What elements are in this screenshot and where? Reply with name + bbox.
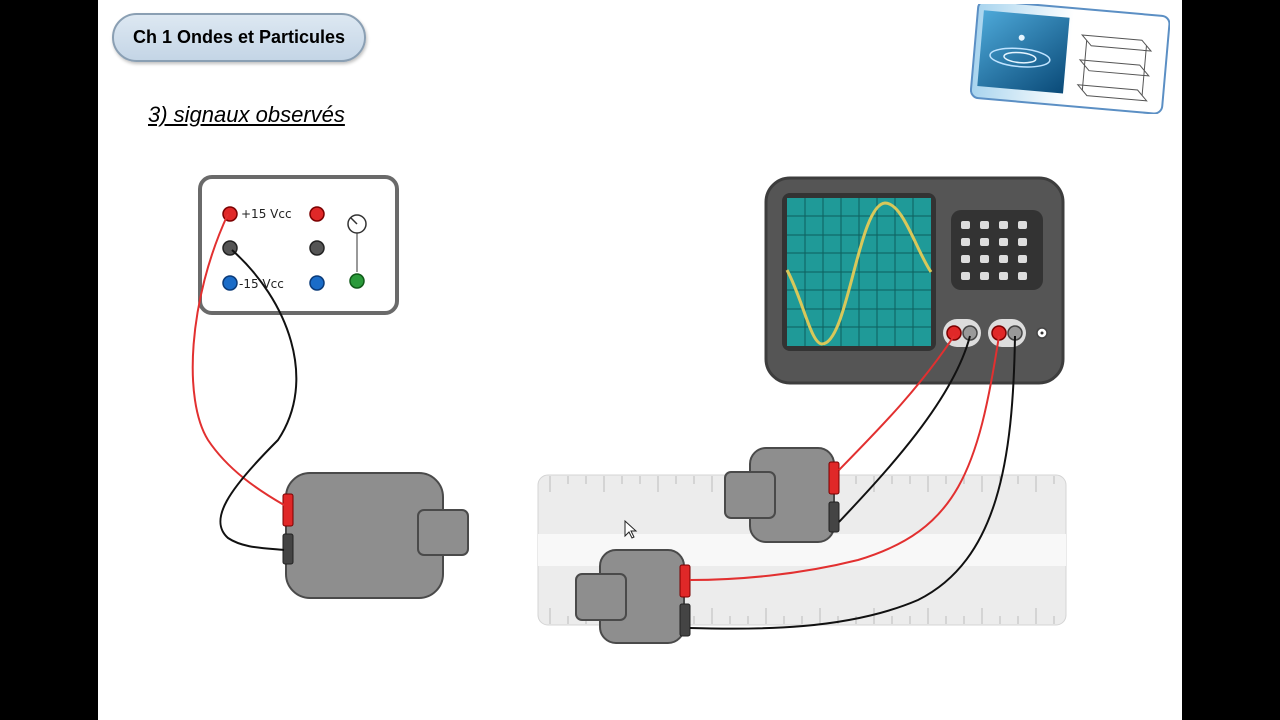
- emitter-positive-plug[interactable]: [282, 493, 294, 527]
- green-terminal-icon[interactable]: [349, 273, 365, 289]
- negative-terminal-2-icon[interactable]: [309, 275, 325, 291]
- power-supply: +15 Vcc -15 Vcc: [198, 175, 399, 315]
- ground-terminal-2-icon[interactable]: [309, 240, 325, 256]
- logo-icon: [970, 4, 1170, 114]
- receiver2-ground-plug[interactable]: [679, 603, 691, 637]
- emitter-positive-wire: [191, 213, 285, 506]
- receiver1-signal-wire: [838, 335, 955, 471]
- negative-voltage-label: -15 Vcc: [239, 277, 284, 291]
- emitter-ground-plug[interactable]: [282, 533, 294, 565]
- receiver2-signal-wire: [689, 335, 1000, 581]
- receiver1-signal-plug[interactable]: [828, 461, 840, 495]
- sine-trace: [785, 201, 933, 346]
- ultrasound-receiver-2[interactable]: [575, 549, 691, 644]
- receiver1-ground-plug[interactable]: [828, 501, 840, 533]
- emitter-ground-wire: [219, 249, 298, 551]
- chapter-title: Ch 1 Ondes et Particules: [112, 13, 366, 62]
- positive-voltage-label: +15 Vcc: [241, 207, 292, 221]
- negative-terminal-icon[interactable]: [222, 275, 238, 291]
- slide: Ch 1 Ondes et Particules 3) signaux obse…: [98, 0, 1182, 720]
- channel1-ground-input-icon[interactable]: [962, 325, 978, 341]
- experiment-diagram: +15 Vcc -15 Vcc: [191, 175, 1067, 644]
- receiver1-ground-wire: [838, 335, 971, 523]
- channel1-signal-input-icon[interactable]: [946, 325, 962, 341]
- ultrasound-receiver-1[interactable]: [724, 447, 840, 543]
- ultrasound-emitter[interactable]: [282, 472, 469, 599]
- receiver2-signal-plug[interactable]: [679, 564, 691, 598]
- mouse-pointer-icon: [624, 519, 638, 539]
- oscilloscope: [764, 176, 1065, 385]
- receiver2-ground-wire: [689, 335, 1016, 630]
- section-title: 3) signaux observés: [148, 102, 345, 127]
- positive-terminal-2-icon[interactable]: [309, 206, 325, 222]
